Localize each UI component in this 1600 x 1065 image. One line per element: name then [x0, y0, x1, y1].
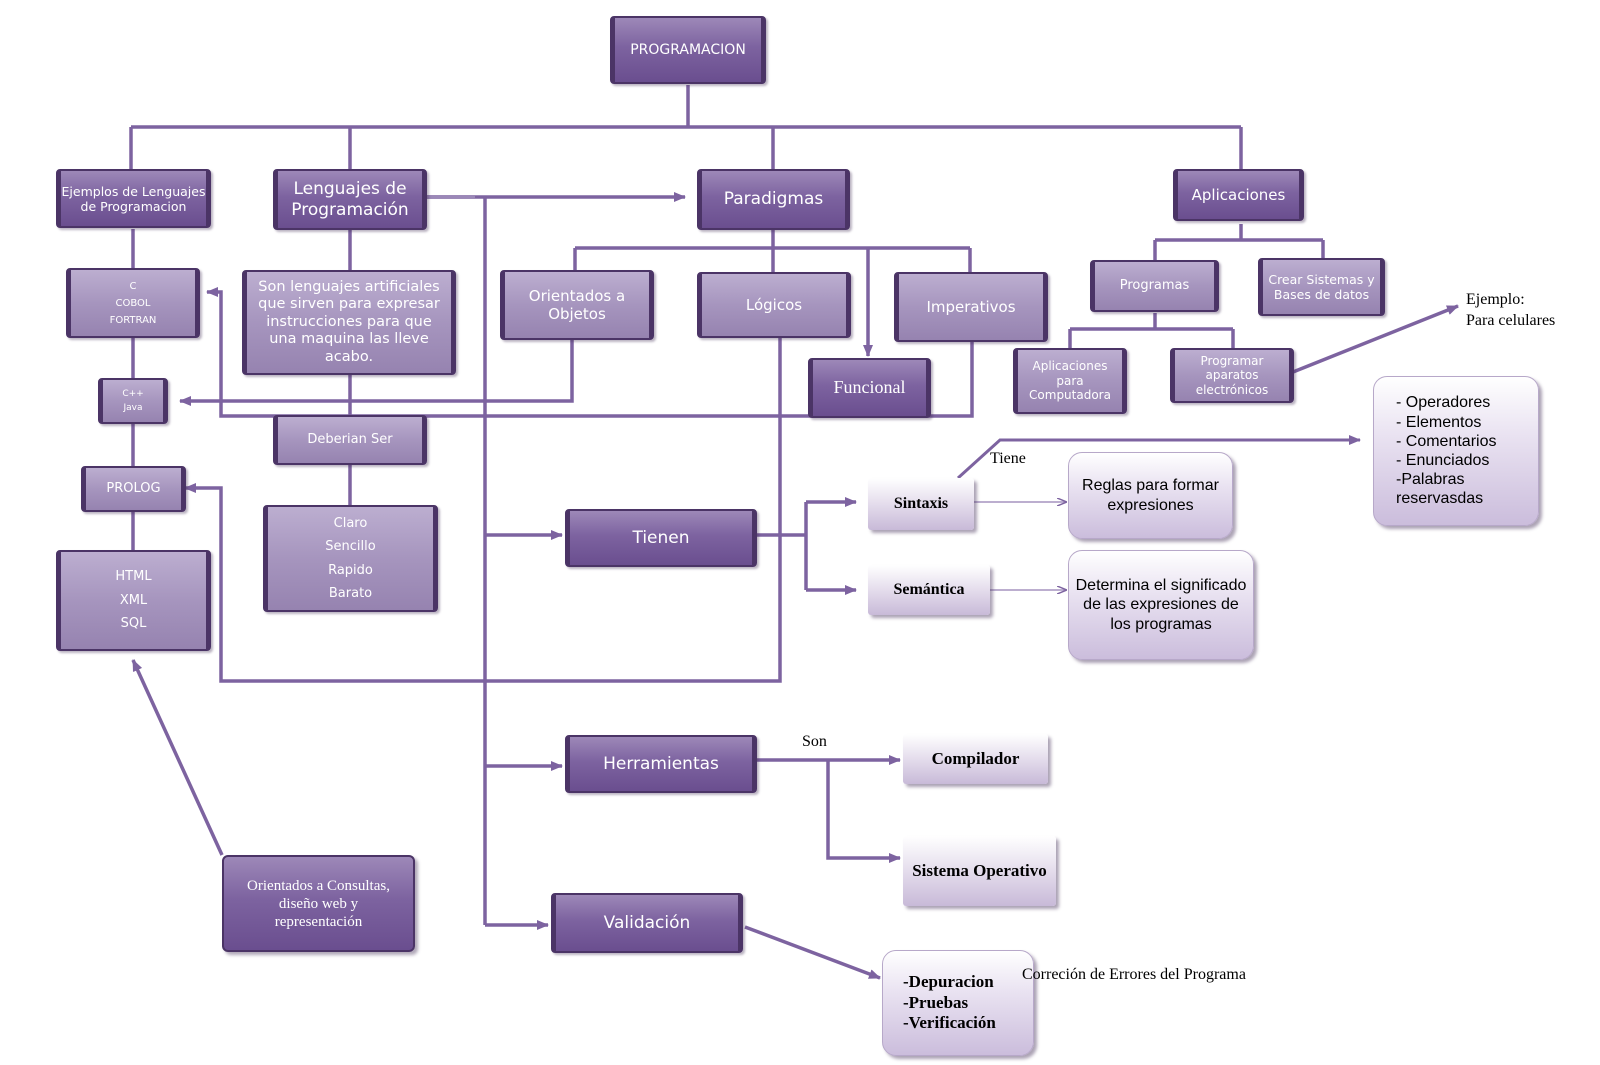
list-item: - Elementos: [1396, 413, 1482, 431]
objetos-node: Orientados a Objetos: [500, 270, 654, 340]
example-item: COBOL: [115, 297, 151, 309]
example-item: HTML: [115, 569, 152, 585]
list-item: - Operadores: [1396, 394, 1491, 412]
paradigmas-node: Paradigmas: [697, 169, 850, 230]
example-item: FORTRAN: [109, 314, 157, 326]
ejemplo-line: Para celulares: [1466, 311, 1556, 329]
tiene-label: Tiene: [990, 450, 1026, 467]
herramientas-node: Herramientas: [565, 735, 757, 793]
cualidad-item: Barato: [328, 585, 373, 601]
example-item: SQL: [120, 616, 147, 632]
determina-node: Determina el significado de las expresio…: [1068, 550, 1254, 660]
list-item: - Enunciados: [1396, 452, 1490, 469]
reglas-node: Reglas para formar expresiones: [1068, 452, 1233, 539]
lenguajes-node: Lenguajes de Programación: [273, 169, 427, 230]
logicos-node: Lógicos: [697, 272, 851, 338]
validacion-item: -Depuracion: [903, 972, 994, 992]
imperativos-node: Imperativos: [894, 272, 1048, 342]
list-item: - Comentarios: [1396, 432, 1497, 450]
root-node: PROGRAMACION: [610, 16, 766, 84]
validacion-node: Validación: [551, 893, 743, 953]
sistema-operativo-node: Sistema Operativo: [903, 836, 1056, 906]
programas-node: Programas: [1090, 260, 1219, 312]
validacion-item: -Pruebas: [903, 992, 969, 1012]
aplicaciones-node: Aplicaciones: [1173, 169, 1304, 221]
example-item: Java: [123, 403, 143, 413]
sintaxis-elementos-list: - Operadores - Elementos - Comentarios -…: [1373, 376, 1539, 526]
list-item: -Palabras reservasdas: [1396, 471, 1484, 508]
lenguajes-definition: Son lenguajes artificiales que sirven pa…: [242, 270, 456, 375]
validacion-item: -Verificación: [903, 1013, 996, 1033]
example-group-cpp-java: C++ Java: [98, 378, 168, 424]
ejemplo-line: Ejemplo:: [1466, 291, 1525, 308]
deberian-ser-node: Deberian Ser: [273, 415, 427, 465]
cualidad-item: Claro: [333, 515, 368, 531]
compilador-node: Compilador: [903, 734, 1048, 784]
ejemplo-celulares-label: Ejemplo: Para celulares: [1466, 290, 1555, 332]
example-group-c-cobol-fortran: C COBOL FORTRAN: [66, 268, 200, 338]
aplicaciones-computadora-node: Aplicaciones para Computadora: [1013, 348, 1127, 414]
example-item: XML: [119, 592, 148, 608]
consultas-node: Orientados a Consultas, diseño web y rep…: [222, 855, 415, 952]
sintaxis-node: Sintaxis: [868, 478, 974, 530]
example-item: C++: [122, 388, 144, 399]
example-group-prolog: PROLOG: [81, 466, 186, 512]
example-group-html-xml-sql: HTML XML SQL: [56, 550, 211, 651]
son-label: Son: [802, 733, 827, 750]
ejemplos-node: Ejemplos de Lenguajes de Programacion: [56, 169, 211, 228]
programar-electronicos-node: Programar aparatos electrónicos: [1170, 348, 1294, 403]
semantica-node: Semántica: [868, 565, 990, 615]
correccion-note: Correción de Errores del Programa: [1022, 966, 1246, 983]
cualidad-item: Sencillo: [325, 539, 376, 555]
validacion-items: -Depuracion -Pruebas -Verificación: [882, 950, 1034, 1056]
cualidad-item: Rapido: [328, 562, 373, 578]
crear-sistemas-node: Crear Sistemas y Bases de datos: [1258, 258, 1385, 316]
funcional-node: Funcional: [808, 358, 931, 418]
tienen-node: Tienen: [565, 509, 757, 567]
cualidades-node: Claro Sencillo Rapido Barato: [263, 505, 438, 612]
example-item: C: [129, 280, 137, 292]
